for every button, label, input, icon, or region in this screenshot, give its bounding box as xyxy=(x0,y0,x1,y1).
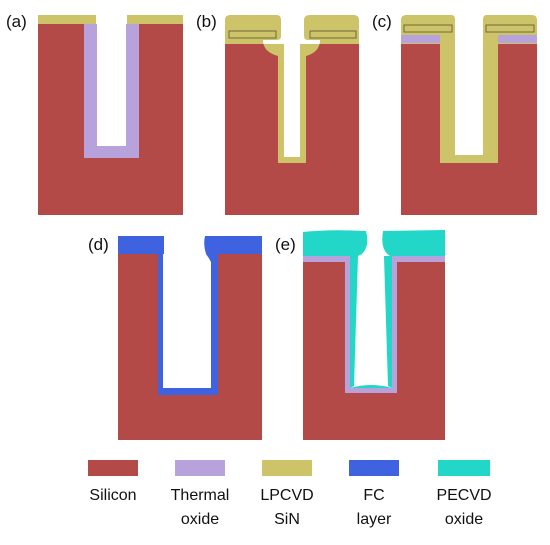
panel-e-pecvd-cap-right xyxy=(382,230,445,256)
panel-c-inner-left xyxy=(403,24,453,33)
legend-swatch-pecvd-oxide xyxy=(438,460,490,476)
legend-label-lpcvd-sin-2: SiN xyxy=(274,511,300,528)
legend-label-thermal-oxide-2: oxide xyxy=(181,511,219,528)
panel-b-sin-cap-left xyxy=(225,15,284,56)
panel-e-pecvd-bottom xyxy=(350,385,392,388)
legend-label-pecvd-oxide-1: PECVD xyxy=(436,487,491,504)
panel-d-silicon xyxy=(118,254,262,440)
panel-c-thermal-right xyxy=(498,35,537,43)
legend: Silicon Thermal oxide LPCVD SiN FC layer… xyxy=(88,460,492,528)
legend-label-thermal-oxide-1: Thermal xyxy=(171,487,230,504)
panel-c-sin-liner xyxy=(440,36,498,163)
legend-item-pecvd-oxide: PECVD oxide xyxy=(436,460,492,528)
panel-b-inner-right xyxy=(309,30,357,39)
panel-b-sin-liner xyxy=(278,44,306,163)
panel-b-label: (b) xyxy=(196,12,217,31)
panel-c-label: (c) xyxy=(372,12,392,31)
panel-d: (d) xyxy=(88,235,262,440)
panel-b-silicon xyxy=(225,44,359,215)
panel-c: (c) xyxy=(372,12,537,215)
panel-c-thermal-left xyxy=(401,35,440,43)
panel-a-sin-left xyxy=(38,15,96,24)
legend-label-pecvd-oxide-2: oxide xyxy=(445,511,483,528)
panel-b-inner-left xyxy=(228,30,277,39)
legend-swatch-lpcvd-sin xyxy=(262,460,312,476)
legend-item-lpcvd-sin: LPCVD SiN xyxy=(260,460,314,528)
legend-swatch-thermal-oxide xyxy=(175,460,225,476)
legend-swatch-silicon xyxy=(88,460,138,476)
panel-d-fc-right-wall xyxy=(206,254,218,395)
panel-d-fc-left-wall xyxy=(158,254,163,395)
legend-label-lpcvd-sin-1: LPCVD xyxy=(260,487,313,504)
panel-a: (a) xyxy=(6,12,183,215)
legend-item-silicon: Silicon xyxy=(88,460,138,504)
panel-e-label: (e) xyxy=(275,235,296,254)
panel-e-silicon xyxy=(303,262,445,440)
panel-b: (b) xyxy=(196,12,359,215)
panel-e-pecvd-cap-left xyxy=(303,230,368,256)
panel-b-sin-cap-right xyxy=(300,15,359,56)
panel-a-label: (a) xyxy=(6,12,27,31)
legend-label-fc-layer-2: layer xyxy=(357,511,392,528)
panel-e-pecvd-liner-left xyxy=(350,256,358,388)
panel-d-label: (d) xyxy=(88,235,109,254)
panel-c-silicon xyxy=(401,44,537,215)
panel-a-thermal-oxide xyxy=(84,24,139,158)
legend-item-thermal-oxide: Thermal oxide xyxy=(171,460,230,528)
panel-d-fc-layer xyxy=(118,236,262,395)
panel-c-inner-right xyxy=(485,24,535,33)
legend-item-fc-layer: FC layer xyxy=(349,460,399,528)
legend-label-fc-layer-1: FC xyxy=(363,487,384,504)
panel-e-pecvd-liner-right xyxy=(384,256,392,388)
panel-a-sin-right xyxy=(127,15,183,24)
panel-a-silicon xyxy=(38,24,183,215)
legend-swatch-fc-layer xyxy=(349,460,399,476)
legend-label-silicon: Silicon xyxy=(89,487,136,504)
panel-e: (e) xyxy=(275,230,445,440)
